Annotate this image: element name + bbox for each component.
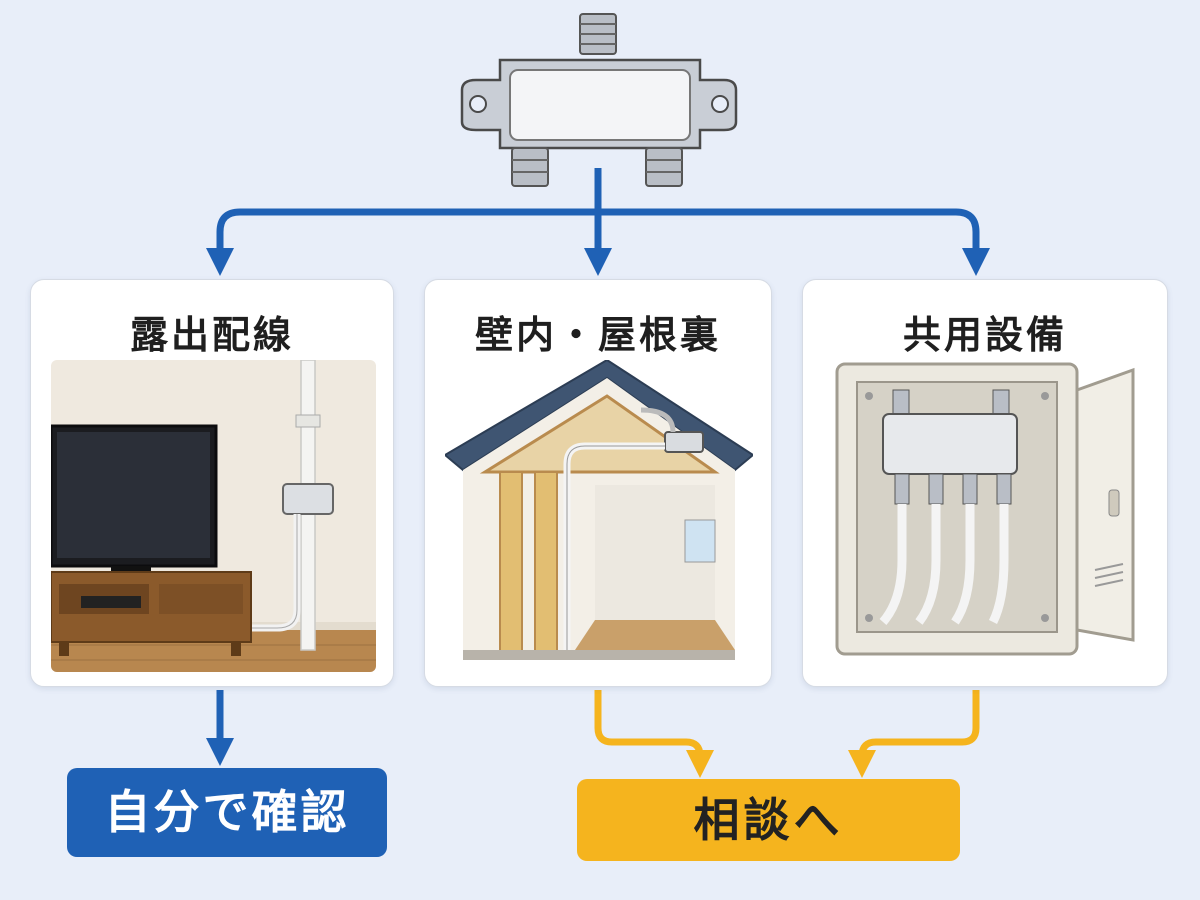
arrow-shared-to-consult — [848, 690, 980, 778]
arrow-to-shared-equipment — [598, 208, 990, 276]
arrow-wall-to-consult — [594, 690, 714, 778]
blue-branch-arrows — [206, 168, 990, 766]
card-exposed-wiring: 露出配線 — [30, 279, 394, 687]
antenna-splitter-icon — [460, 13, 738, 187]
arrow-to-exposed-wiring — [206, 208, 598, 276]
card-shared-equipment: 共用設備 — [802, 279, 1168, 687]
self-check-outcome: 自分で確認 — [67, 768, 387, 857]
card-title: 壁内・屋根裏 — [474, 313, 721, 357]
card-in-wall-attic: 壁内・屋根裏 — [424, 279, 772, 687]
card-title: 共用設備 — [902, 313, 1067, 357]
house-cutaway-illustration — [445, 360, 753, 672]
card-title: 露出配線 — [129, 313, 294, 357]
consult-outcome: 相談へ — [577, 779, 960, 861]
exposed-wiring-tv-illustration — [51, 360, 376, 672]
shared-equipment-box-illustration — [833, 360, 1143, 672]
yellow-consult-arrows — [594, 690, 980, 778]
